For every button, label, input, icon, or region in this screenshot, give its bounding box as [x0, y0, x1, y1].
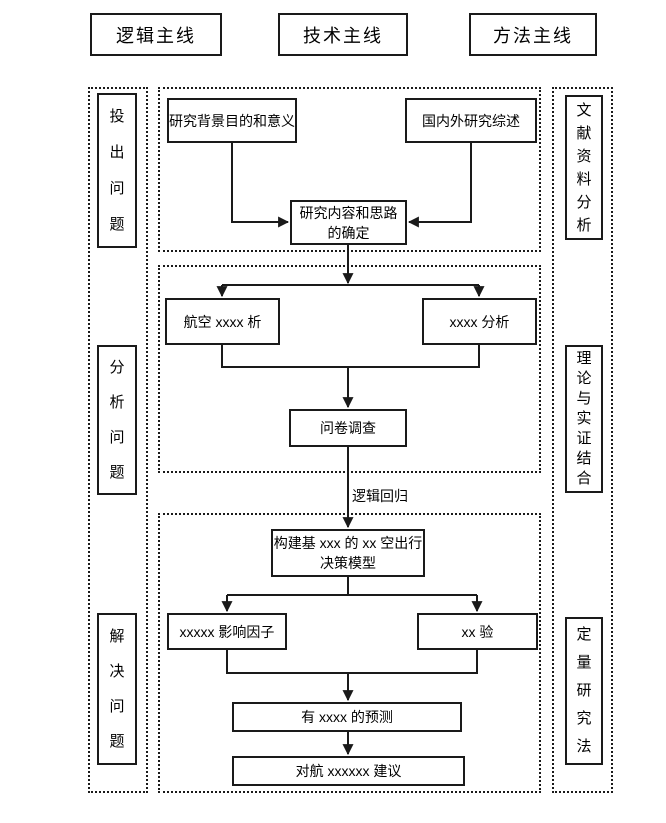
right-dashed-column	[552, 87, 613, 793]
method-box-quantitative: 定量研究法	[565, 617, 603, 765]
center-dashed-section-3	[158, 513, 541, 793]
flow-node-test: xx 验	[417, 613, 538, 650]
center-dashed-section-2	[158, 265, 541, 473]
node-label-line2: 的确定	[327, 224, 370, 241]
stage-label: 解决问题	[109, 628, 125, 750]
flow-node-decision-model: 构建基 xxx 的 xx 空出行 决策模型	[271, 529, 425, 577]
stage-label: 投出问题	[109, 107, 125, 233]
method-label: 理论与实证结合	[576, 350, 592, 487]
node-label: 国内外研究综述	[422, 112, 520, 129]
flow-node-xxxx-analysis: xxxx 分析	[422, 298, 537, 345]
header-label: 方法主线	[493, 25, 573, 46]
header-box-logic-mainline: 逻辑主线	[90, 13, 222, 56]
method-box-literature-analysis: 文献资料分析	[565, 95, 603, 240]
header-box-method-mainline: 方法主线	[469, 13, 597, 56]
method-box-theory-empirical: 理论与实证结合	[565, 345, 603, 493]
flow-node-literature-review: 国内外研究综述	[405, 98, 537, 143]
stage-box-raise-question: 投出问题	[97, 93, 137, 248]
node-label: xxxx 分析	[449, 313, 510, 330]
flow-node-prediction: 有 xxxx 的预测	[232, 702, 462, 732]
flow-node-suggestion: 对航 xxxxxx 建议	[232, 756, 465, 786]
edge-label-logistic-regression: 逻辑回归	[352, 488, 408, 504]
flow-node-aviation-analysis: 航空 xxxx 析	[165, 298, 280, 345]
header-box-technical-mainline: 技术主线	[278, 13, 408, 56]
node-label: 研究背景目的和意义	[169, 112, 295, 129]
node-label: xx 验	[461, 623, 494, 640]
flow-node-background-purpose: 研究背景目的和意义	[167, 98, 297, 143]
header-label: 逻辑主线	[116, 25, 196, 46]
node-label: xxxxx 影响因子	[179, 623, 275, 640]
stage-box-analyze-question: 分析问题	[97, 345, 137, 495]
node-label-line2: 决策模型	[320, 555, 376, 571]
left-dashed-column	[88, 87, 148, 793]
flow-node-influence-factors: xxxxx 影响因子	[167, 613, 287, 650]
node-label: 有 xxxx 的预测	[301, 709, 393, 725]
node-label: 问卷调查	[320, 420, 376, 436]
header-label: 技术主线	[303, 25, 383, 46]
stage-box-solve-question: 解决问题	[97, 613, 137, 765]
stage-label: 分析问题	[109, 359, 125, 481]
method-label: 定量研究法	[576, 626, 592, 755]
flow-node-research-content: 研究内容和思路 的确定	[290, 200, 407, 245]
node-label-line1: 研究内容和思路	[299, 204, 398, 221]
node-label-line1: 构建基 xxx 的 xx 空出行	[273, 535, 423, 551]
flow-node-survey: 问卷调查	[289, 409, 407, 447]
node-label: 对航 xxxxxx 建议	[295, 763, 402, 779]
node-label: 航空 xxxx 析	[183, 313, 262, 330]
center-dashed-section-1	[158, 87, 541, 252]
method-label: 文献资料分析	[576, 101, 592, 234]
